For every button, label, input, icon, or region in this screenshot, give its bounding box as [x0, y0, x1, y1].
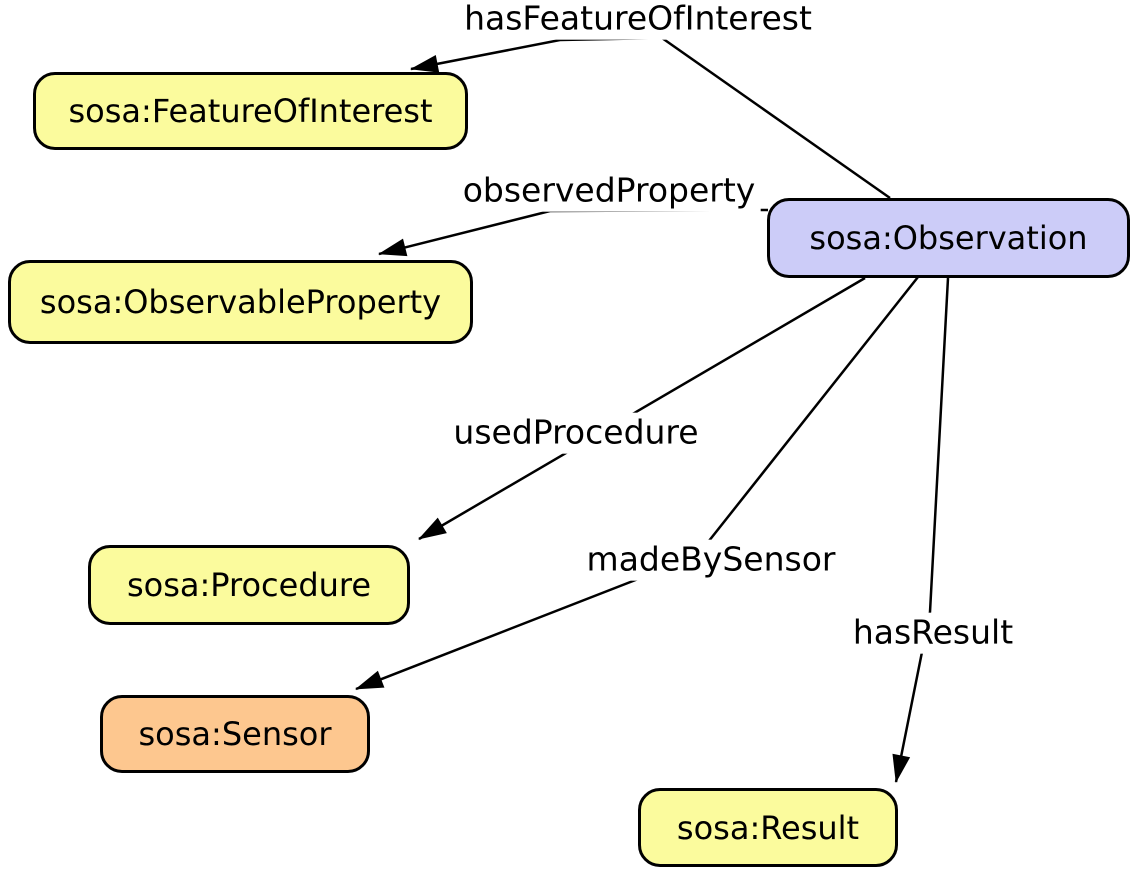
edge-usedProcedure [418, 276, 866, 541]
edge-observedProperty [378, 208, 769, 257]
edge-hasResult [892, 277, 950, 783]
node-sosa-observable-property: sosa:ObservableProperty [8, 260, 473, 344]
edge-label-observedProperty: observedProperty [457, 170, 761, 212]
node-sosa-result: sosa:Result [638, 788, 898, 867]
edge-label-usedProcedure: usedProcedure [448, 412, 704, 454]
edge-label-madeBySensor: madeBySensor [581, 539, 841, 581]
edge-label-hasFeatureOfInterest: hasFeatureOfInterest [459, 0, 817, 40]
node-sosa-observation: sosa:Observation [767, 198, 1130, 278]
node-sosa-sensor: sosa:Sensor [100, 695, 370, 773]
node-sosa-feature-of-interest: sosa:FeatureOfInterest [33, 72, 468, 150]
edge-label-hasResult: hasResult [847, 612, 1019, 654]
node-sosa-procedure: sosa:Procedure [88, 545, 410, 625]
